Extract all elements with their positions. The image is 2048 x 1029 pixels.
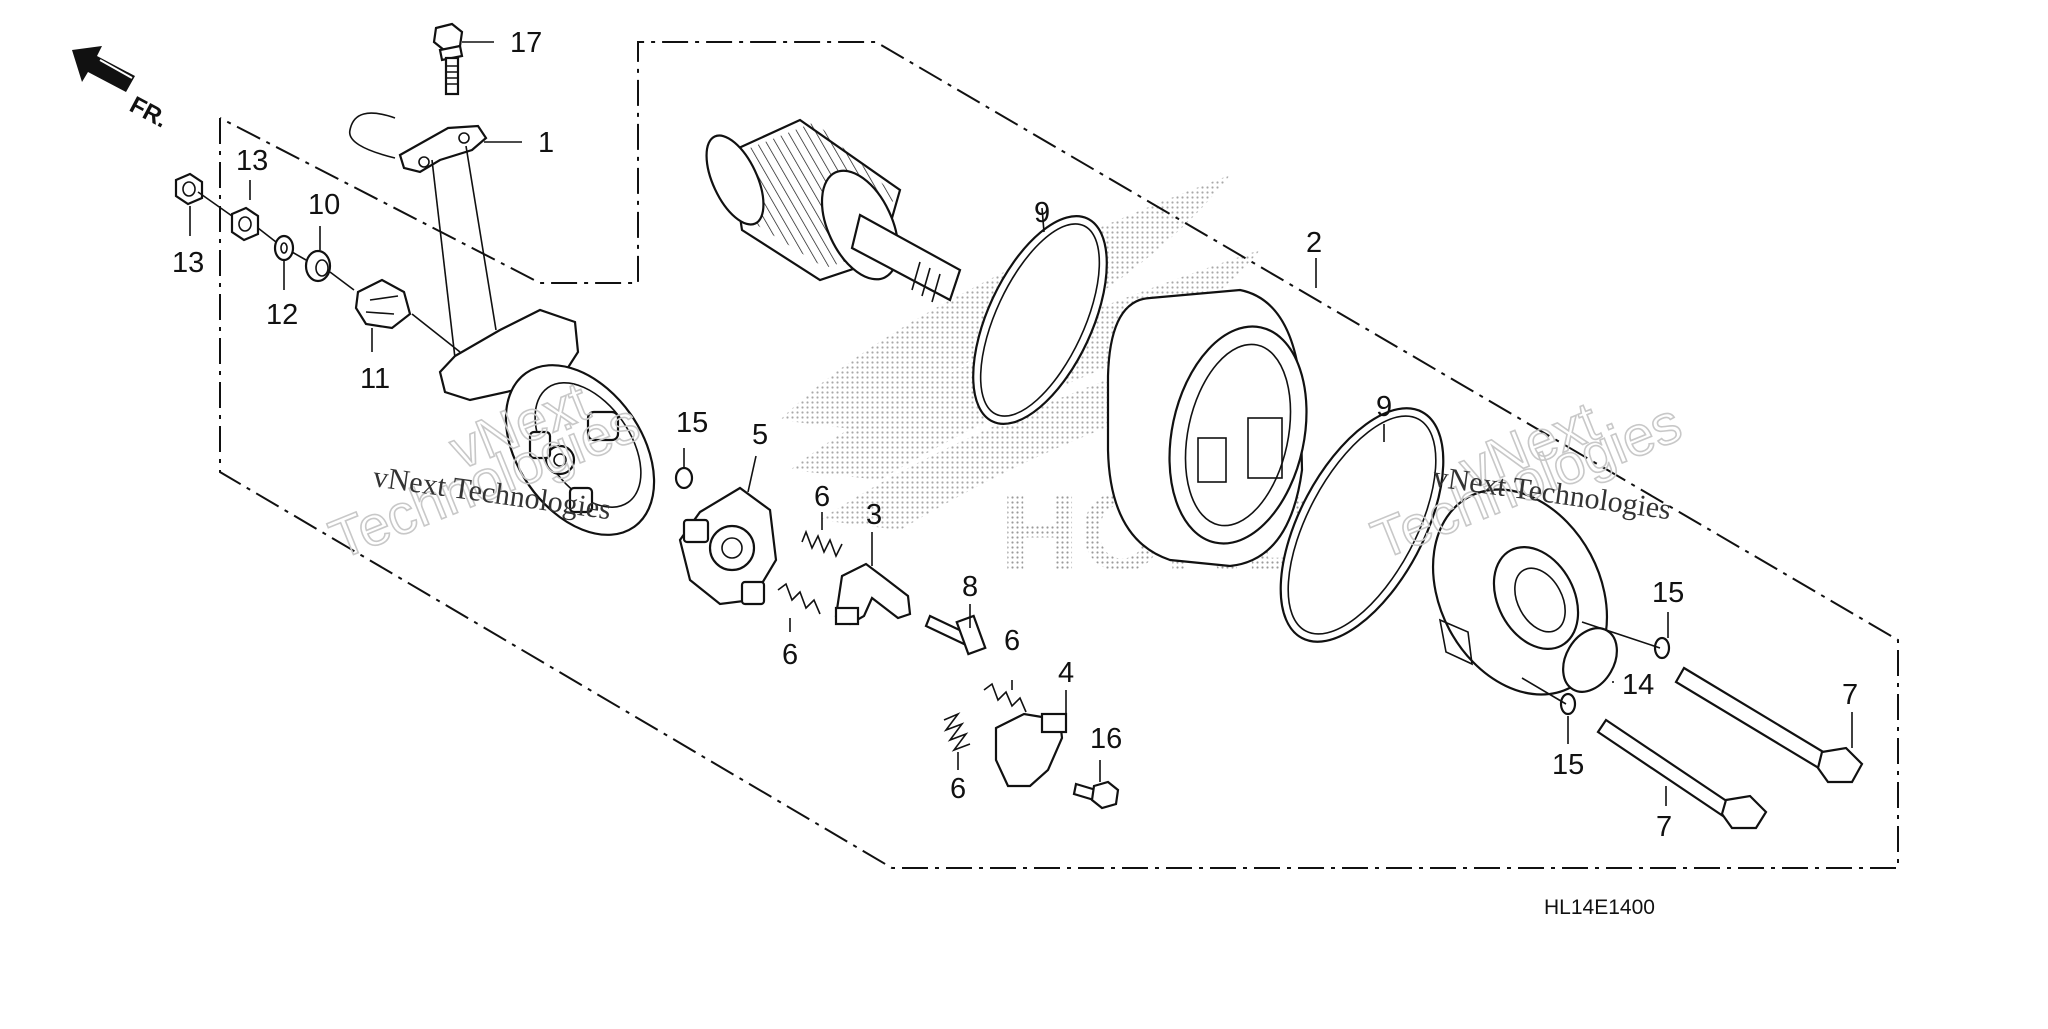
callout-17: 17 bbox=[510, 27, 542, 59]
callout-10: 10 bbox=[308, 189, 340, 221]
callouts: 17 1 13 13 10 12 11 15 5 6 3 6 8 6 4 6 1… bbox=[172, 27, 1858, 843]
callout-7a: 7 bbox=[1842, 679, 1858, 711]
armature bbox=[705, 118, 962, 303]
callout-9b: 9 bbox=[1376, 391, 1392, 423]
rear-cover bbox=[438, 308, 656, 536]
callout-13b: 13 bbox=[172, 247, 204, 279]
callout-13a: 13 bbox=[236, 145, 268, 177]
callout-15c: 15 bbox=[1552, 749, 1584, 781]
front-arrow-icon: FR. bbox=[72, 46, 172, 133]
callout-9a: 9 bbox=[1034, 197, 1050, 229]
front-cover bbox=[1431, 488, 1609, 696]
spring-6d bbox=[943, 712, 971, 752]
nut-13b bbox=[230, 206, 260, 242]
bushing-10 bbox=[304, 249, 332, 283]
callout-3: 3 bbox=[866, 499, 882, 531]
diagram-code: HL14E1400 bbox=[1544, 896, 1655, 919]
callout-6c: 6 bbox=[1004, 625, 1020, 657]
callout-5: 5 bbox=[752, 419, 768, 451]
through-bolt-7a bbox=[1674, 666, 1864, 784]
callout-7b: 7 bbox=[1656, 811, 1672, 843]
washer-15c bbox=[1559, 692, 1577, 716]
spring-6b bbox=[777, 582, 821, 615]
wire-clamp-1 bbox=[349, 112, 497, 359]
callout-6d: 6 bbox=[950, 773, 966, 805]
brush-holder-5 bbox=[678, 486, 778, 606]
callout-8: 8 bbox=[962, 571, 978, 603]
callout-1: 1 bbox=[538, 127, 554, 159]
callout-15b: 15 bbox=[1652, 577, 1684, 609]
callout-2: 2 bbox=[1306, 227, 1322, 259]
callout-14: 14 bbox=[1622, 669, 1654, 701]
washer-15b bbox=[1653, 636, 1671, 660]
leader-lines bbox=[189, 41, 1853, 806]
axis-line-left bbox=[197, 191, 461, 353]
washer-12 bbox=[273, 234, 295, 262]
insulator-11 bbox=[354, 278, 412, 330]
spring-6c bbox=[983, 682, 1027, 713]
callout-11: 11 bbox=[360, 363, 390, 395]
o-ring-9a bbox=[972, 215, 1108, 425]
callout-6a: 6 bbox=[814, 481, 830, 513]
through-bolt-7b bbox=[1596, 718, 1768, 830]
screw-16 bbox=[1072, 780, 1120, 810]
axis-line-right bbox=[1521, 621, 1661, 705]
brush-4 bbox=[994, 712, 1068, 788]
brush-3 bbox=[834, 562, 912, 626]
callout-6b: 6 bbox=[782, 639, 798, 671]
motor-yoke bbox=[1106, 288, 1308, 568]
spring-6a bbox=[801, 529, 843, 558]
terminal-bolt-8 bbox=[924, 614, 987, 656]
callout-16: 16 bbox=[1090, 723, 1122, 755]
callout-15a: 15 bbox=[676, 407, 708, 439]
assembly-boundary bbox=[219, 41, 1899, 869]
callout-12: 12 bbox=[266, 299, 298, 331]
o-ring-9b bbox=[1279, 407, 1445, 643]
callout-4: 4 bbox=[1058, 657, 1074, 689]
nut-13a bbox=[174, 172, 204, 206]
washer-15a bbox=[674, 466, 694, 490]
bolt-17 bbox=[432, 22, 464, 96]
front-label: FR. bbox=[125, 91, 172, 133]
